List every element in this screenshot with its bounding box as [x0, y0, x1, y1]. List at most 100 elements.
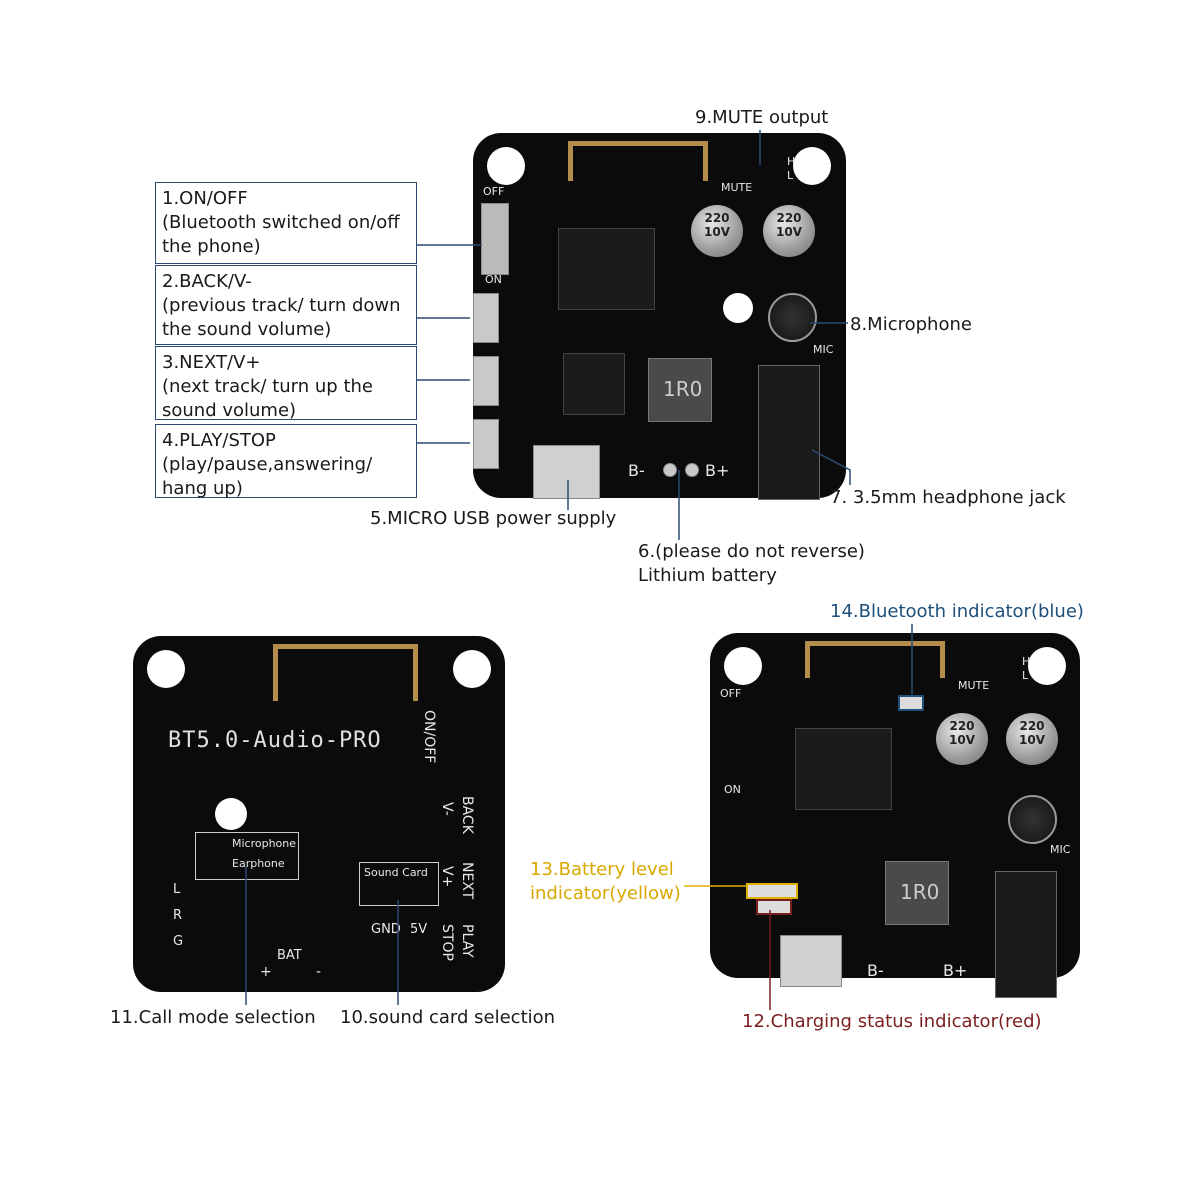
- callout-charging: 12.Charging status indicator(red): [742, 1011, 1042, 1032]
- callout-next-line3: sound volume): [162, 400, 297, 421]
- callout-microphone: 8.Microphone: [850, 314, 972, 335]
- silk-b-minus: B-: [628, 461, 645, 480]
- antenna-trace: [805, 641, 945, 678]
- microphone: [768, 293, 817, 342]
- indicator-board: OFF ON MUTE H L 220 10V 220 10V MIC 1R0 …: [710, 633, 1080, 998]
- silk-inductor: 1R0: [663, 377, 703, 401]
- callout-on-off-line3: the phone): [162, 236, 261, 257]
- callout-battery-level-line1: 13.Battery level: [530, 859, 674, 880]
- callout-next: 3.NEXT/V+ (next track/ turn up the sound…: [155, 346, 417, 421]
- silk-h: H: [1022, 655, 1031, 668]
- cap-label: 10V: [776, 225, 802, 239]
- silk-gnd: GND: [371, 922, 401, 937]
- callout-bt-indicator: 14.Bluetooth indicator(blue): [830, 601, 1084, 622]
- battery-level-led: [746, 883, 798, 899]
- cap-label: 220: [776, 211, 802, 225]
- charging-led: [756, 899, 792, 915]
- next-button: [473, 356, 499, 406]
- silk-on: ON: [485, 273, 502, 286]
- silk-inductor: 1R0: [900, 880, 940, 904]
- cap-label: 220: [704, 211, 730, 225]
- main-chip: [558, 228, 655, 310]
- silk-l: L: [787, 169, 794, 182]
- silk-5v: 5V: [410, 922, 428, 937]
- callout-sound-card: 10.sound card selection: [340, 1007, 556, 1028]
- silk-b-plus: B+: [943, 961, 968, 980]
- mounting-hole: [724, 647, 762, 685]
- silk-on: ON: [724, 783, 741, 796]
- inductor: 1R0: [648, 358, 712, 422]
- callout-micro-usb: 5.MICRO USB power supply: [370, 508, 617, 529]
- micro-usb-port: [780, 935, 842, 987]
- capacitor: 220 10V: [691, 205, 743, 257]
- callout-back-line2: (previous track/ turn down: [162, 295, 401, 316]
- callout-battery-line2: Lithium battery: [638, 565, 777, 586]
- silk-minus: -: [316, 964, 322, 980]
- capacitor: 220 10V: [763, 205, 815, 257]
- callout-back-line1: 2.BACK/V-: [162, 271, 252, 292]
- callout-play-line2: (play/pause,answering/: [162, 454, 373, 475]
- mounting-hole: [723, 293, 753, 323]
- back-board-title: BT5.0-Audio-PRO: [168, 728, 382, 753]
- main-chip: [795, 728, 892, 810]
- callout-battery-level-line2: indicator(yellow): [530, 883, 681, 904]
- microphone: [1008, 795, 1057, 844]
- mounting-hole: [453, 650, 491, 688]
- callout-next-line1: 3.NEXT/V+: [162, 352, 261, 373]
- callout-back: 2.BACK/V- (previous track/ turn down the…: [155, 265, 417, 345]
- cap-label: 220: [1019, 719, 1045, 733]
- mounting-hole: [147, 650, 185, 688]
- antenna-trace: [568, 141, 708, 181]
- call-mode-box: Microphone Earphone: [195, 832, 299, 880]
- silk-earphone: Earphone: [232, 857, 285, 870]
- silk-microphone: Microphone: [232, 837, 297, 850]
- mounting-hole: [1028, 647, 1066, 685]
- callout-next-line2: (next track/ turn up the: [162, 376, 373, 397]
- silk-l-pin: L: [173, 882, 181, 897]
- silk-l: L: [1022, 669, 1029, 682]
- callout-play: 4.PLAY/STOP (play/pause,answering/ hang …: [155, 424, 417, 499]
- sound-card-box: Sound Card: [359, 862, 439, 906]
- callout-on-off: 1.ON/OFF (Bluetooth switched on/off the …: [155, 182, 417, 264]
- back-board: BT5.0-Audio-PRO Microphone Earphone Soun…: [133, 636, 505, 992]
- on-off-switch: [481, 203, 509, 275]
- cap-label: 220: [949, 719, 975, 733]
- antenna-trace: [273, 644, 418, 701]
- callout-on-off-line1: 1.ON/OFF: [162, 188, 248, 209]
- callout-play-line3: hang up): [162, 478, 243, 499]
- back-button: [473, 293, 499, 343]
- silk-mic: MIC: [1050, 843, 1071, 856]
- silk-plus: +: [260, 964, 272, 980]
- silk-bat: BAT: [277, 948, 302, 963]
- play-button: [473, 419, 499, 469]
- silk-h: H: [787, 155, 796, 168]
- silk-mute: MUTE: [721, 181, 753, 194]
- silk-off: OFF: [720, 687, 742, 700]
- silk-mic: MIC: [813, 343, 834, 356]
- silk-b-plus: B+: [705, 461, 730, 480]
- cap-label: 10V: [704, 225, 730, 239]
- cap-label: 10V: [949, 733, 975, 747]
- callout-on-off-line2: (Bluetooth switched on/off: [162, 212, 400, 233]
- headphone-jack: [758, 365, 820, 500]
- mounting-hole: [215, 798, 247, 830]
- headphone-jack: [995, 871, 1057, 998]
- inductor: 1R0: [885, 861, 949, 925]
- silk-b-minus: B-: [867, 961, 884, 980]
- silk-mute: MUTE: [958, 679, 990, 692]
- callout-battery-line1: 6.(please do not reverse): [638, 541, 865, 562]
- battery-pad: [685, 463, 699, 477]
- callout-back-line3: the sound volume): [162, 319, 332, 340]
- silk-sound-card: Sound Card: [364, 866, 428, 879]
- battery-pad: [663, 463, 677, 477]
- top-board: OFF ON 1R0 220 10V 220 10V MIC MUTE H L …: [473, 133, 846, 500]
- capacitor: 220 10V: [936, 713, 988, 765]
- amp-chip: [563, 353, 625, 415]
- bt-indicator-led: [898, 695, 924, 711]
- mounting-hole: [793, 147, 831, 185]
- capacitor: 220 10V: [1006, 713, 1058, 765]
- silk-off: OFF: [483, 185, 505, 198]
- callout-headphone: 7. 3.5mm headphone jack: [830, 487, 1066, 508]
- cap-label: 10V: [1019, 733, 1045, 747]
- callout-play-line1: 4.PLAY/STOP: [162, 430, 276, 451]
